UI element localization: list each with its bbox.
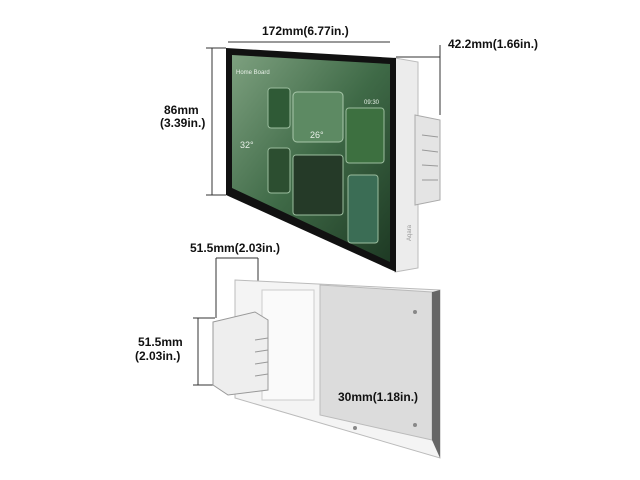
wiring-module — [212, 311, 269, 396]
thermostat-temp: 26° — [310, 130, 324, 140]
back-plate — [212, 279, 441, 459]
module-depth-label: 30mm(1.18in.) — [338, 390, 419, 404]
module-height-label-mm: 51.5mm — [138, 335, 183, 349]
screen-time: 09:30 — [364, 100, 380, 106]
depth-label: 42.2mm(1.66in.) — [448, 37, 539, 51]
screen-title: Home Board — [236, 70, 270, 76]
weather-temp: 32° — [240, 140, 254, 150]
heat-sink — [414, 114, 441, 206]
height-label-in: (3.39in.) — [160, 116, 206, 130]
module-height-label-in: (2.03in.) — [135, 349, 181, 363]
brand-logo: Aqara — [407, 224, 414, 242]
module-width-label: 51.5mm(2.03in.) — [190, 241, 281, 255]
front-device — [226, 48, 441, 273]
width-label: 172mm(6.77in.) — [262, 24, 349, 38]
height-label-mm: 86mm — [164, 103, 199, 117]
